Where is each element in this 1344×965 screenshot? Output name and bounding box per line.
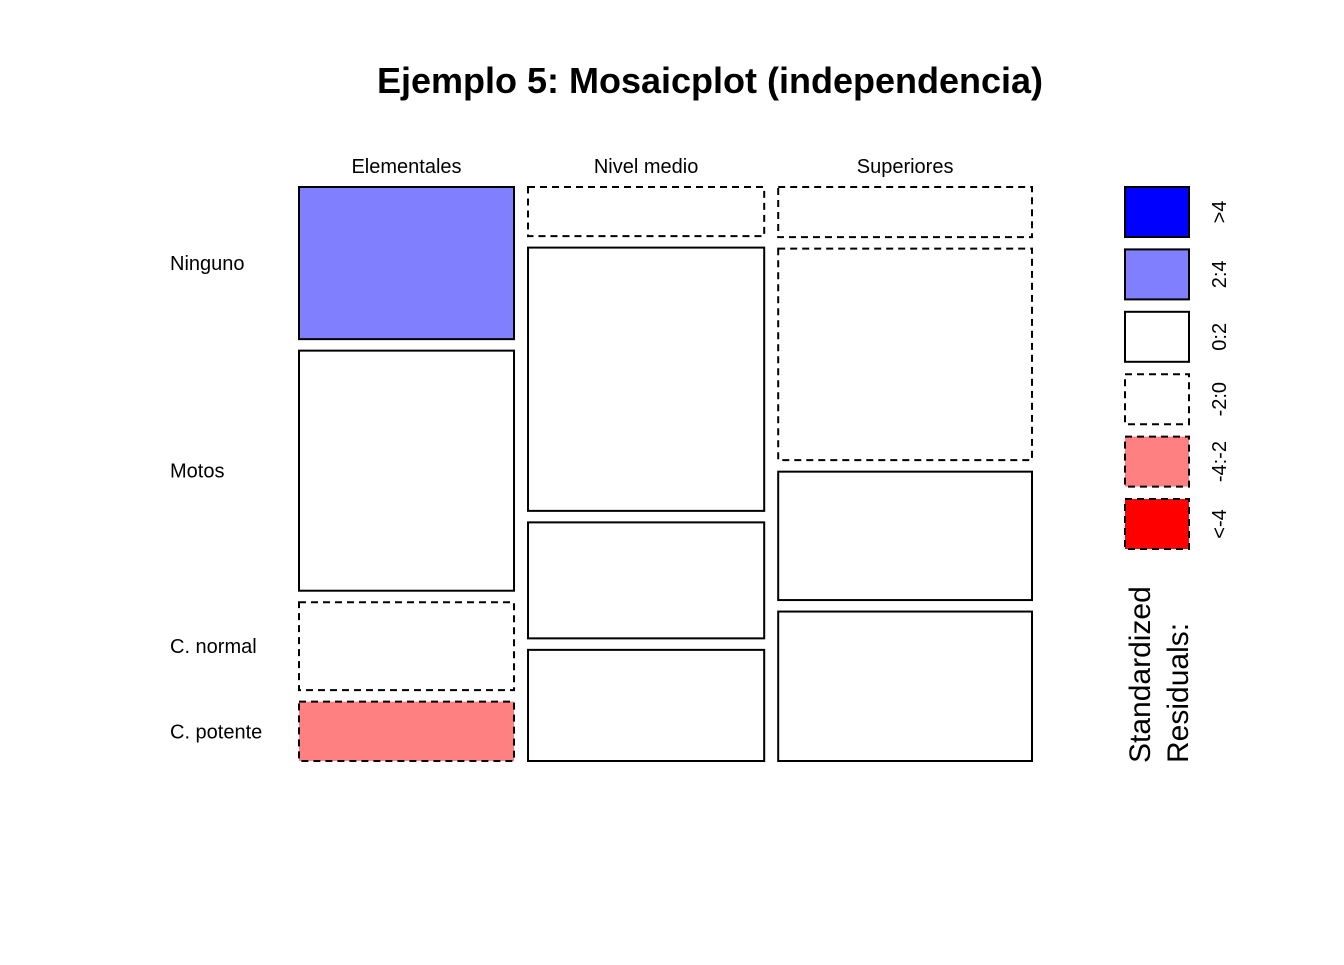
legend-swatch <box>1124 498 1190 550</box>
mosaic-cell <box>298 349 516 592</box>
legend-swatch <box>1124 435 1190 488</box>
mosaic-cell <box>777 470 1034 602</box>
row-label: Motos <box>170 461 224 483</box>
legend-label: <-4 <box>1209 509 1231 538</box>
column-label: Superiores <box>857 156 954 178</box>
row-label: C. normal <box>170 636 257 658</box>
legend-label: >4 <box>1209 201 1231 224</box>
mosaic-cell <box>777 610 1034 762</box>
chart-title: Ejemplo 5: Mosaicplot (independencia) <box>377 60 1043 101</box>
row-label: Ninguno <box>170 253 245 275</box>
mosaic-cell <box>298 601 516 692</box>
column-label: Elementales <box>351 156 461 178</box>
legend-title-line1: Standardized <box>1124 586 1157 763</box>
legend-label: 0:2 <box>1209 323 1231 351</box>
legend: >4 2:4 0:2 -2:0 -4:-2 <-4 <box>1124 186 1231 550</box>
mosaic-cell <box>777 247 1034 462</box>
mosaic-cell <box>527 186 766 238</box>
mosaic-cell <box>298 700 516 763</box>
legend-label: 2:4 <box>1209 260 1231 288</box>
legend-label: -2:0 <box>1209 382 1231 416</box>
legend-swatch <box>1124 248 1190 301</box>
mosaic-cell <box>777 186 1034 239</box>
column-label: Nivel medio <box>594 156 698 178</box>
mosaic-cell <box>298 186 516 341</box>
legend-swatch <box>1124 186 1190 238</box>
legend-swatch <box>1124 373 1190 426</box>
mosaic-cell <box>527 648 766 762</box>
mosaic-cell <box>527 246 766 512</box>
legend-label: -4:-2 <box>1209 441 1231 482</box>
mosaic-cell <box>527 521 766 640</box>
row-label: C. potente <box>170 721 262 743</box>
legend-title-line2: Residuals: <box>1162 623 1195 763</box>
legend-swatch <box>1124 310 1190 363</box>
